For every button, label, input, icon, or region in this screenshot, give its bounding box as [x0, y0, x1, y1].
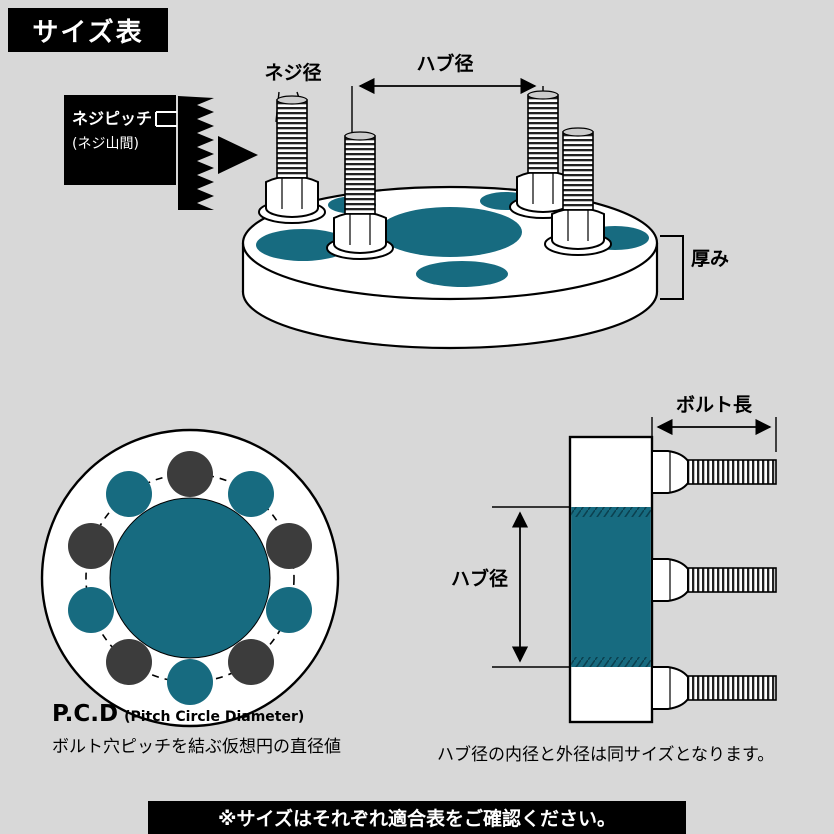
hole-circle [167, 659, 213, 705]
bolt-length-label: ボルト長 [675, 394, 752, 416]
stud-circle [68, 523, 114, 569]
screw-pitch-label-line2: (ネジ山間) [72, 136, 139, 152]
stud-circle [266, 523, 312, 569]
side-view-caption: ハブ径の内径と外径は同サイズとなります。 [437, 745, 775, 765]
hub-edge-hatch [571, 657, 651, 667]
hole-circle [228, 471, 274, 517]
footer-note-bar: ※サイズはそれぞれ適合表をご確認ください。 [148, 801, 686, 834]
hub-section [571, 507, 651, 667]
hub-diameter-label: ハブ径 [416, 53, 474, 75]
thread-profile [178, 96, 214, 210]
pointer-arrow-icon [218, 136, 258, 174]
pcd-front-view [40, 428, 340, 728]
stud-circle [106, 639, 152, 685]
hole-circle [266, 587, 312, 633]
spacer-3d-view [64, 77, 684, 350]
stud-circle [167, 451, 213, 497]
hub-edge-hatch [571, 507, 651, 517]
pcd-description: ボルト穴ピッチを結ぶ仮想円の直径値 [52, 737, 341, 757]
footer-note-text: ※サイズはそれぞれ適合表をご確認ください。 [218, 808, 616, 830]
bolt-hole [416, 261, 508, 287]
page-title-text: サイズ表 [32, 17, 144, 48]
screw-pitch-label: ネジピッチ (ネジ山間) [64, 95, 176, 185]
bolt-hole [256, 229, 350, 261]
hub-diameter-label-side: ハブ径 [450, 568, 508, 590]
screw-pitch-box [64, 95, 176, 185]
pcd-circle [85, 473, 295, 683]
pcd-title-row: P.C.D (Pitch Circle Diameter) [52, 700, 304, 729]
thickness-label: 厚み [691, 248, 730, 270]
pcd-title: P.C.D [52, 701, 119, 727]
pitch-bracket [155, 111, 177, 127]
pcd-title-sub: (Pitch Circle Diameter) [124, 709, 305, 725]
side-bolt [651, 666, 777, 710]
screw-diameter-label: ネジ径 [264, 62, 322, 84]
center-bore [109, 497, 271, 659]
side-bolt [651, 450, 777, 494]
hole-circle [68, 587, 114, 633]
screw-pitch-label-line1: ネジピッチ [72, 109, 153, 128]
stud-bolt [258, 95, 326, 224]
center-bore-hole [378, 207, 522, 257]
page-title: サイズ表 [8, 8, 168, 52]
thickness-bracket [660, 235, 684, 300]
stud-circle [228, 639, 274, 685]
hole-circle [106, 471, 152, 517]
spacer-side-view [492, 417, 777, 724]
side-bolt [651, 558, 777, 602]
